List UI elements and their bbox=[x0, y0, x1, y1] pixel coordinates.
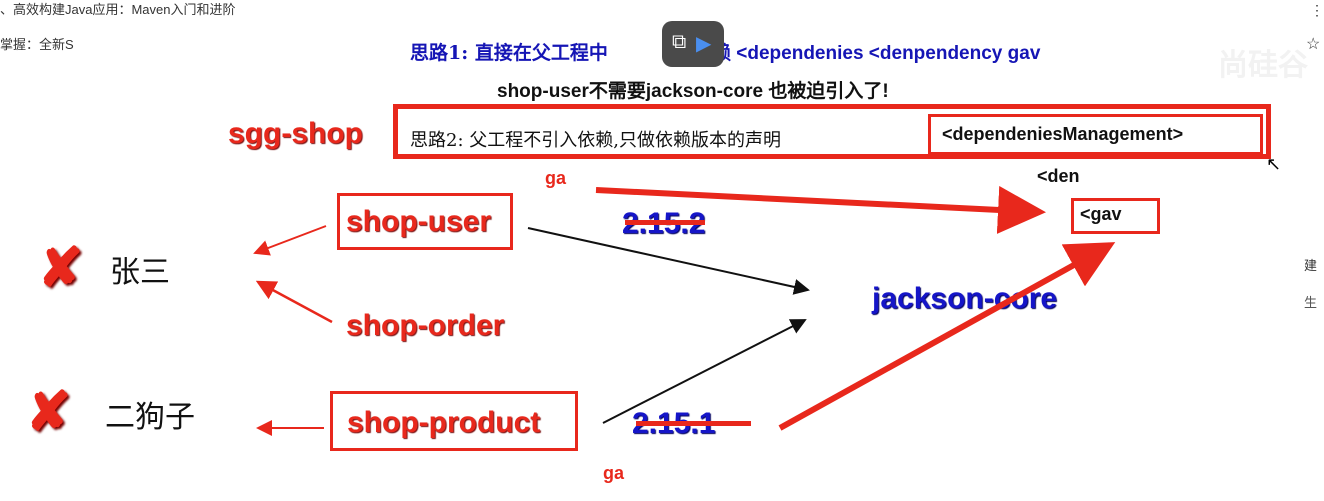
video-ai-icon[interactable]: ▶ bbox=[696, 33, 712, 55]
ga-bottom: ga bbox=[603, 463, 625, 483]
ga-top: ga bbox=[545, 168, 567, 188]
arrow bbox=[595, 185, 1046, 234]
person-ergouzi: 二狗子 bbox=[105, 400, 195, 435]
person-zhangsan: 张三 bbox=[110, 255, 170, 290]
gav-text: <gav bbox=[1080, 204, 1122, 224]
jackson-core: jackson-core bbox=[872, 282, 1058, 315]
cross-icon: ✘ bbox=[38, 238, 84, 298]
idea1-suffix: 赖 <dependenies <denpendency gav bbox=[712, 43, 1041, 64]
course-title: 、高效构建Java应用：Maven入门和进阶 bbox=[0, 2, 236, 17]
star-icon[interactable]: ☆ bbox=[1306, 36, 1321, 53]
arrow bbox=[602, 319, 807, 424]
idea1-prefix: 思路1: 直接在父工程中 bbox=[410, 42, 608, 64]
arrow bbox=[255, 280, 333, 324]
dep-mgmt-box bbox=[928, 114, 1263, 155]
dep-mgmt-text: <dependeniesManagement> bbox=[942, 124, 1184, 144]
strikethrough bbox=[625, 220, 705, 225]
shop-product: shop-product bbox=[347, 406, 541, 439]
arrow bbox=[778, 242, 1116, 431]
cross-icon: ✘ bbox=[26, 382, 72, 442]
shop-user: shop-user bbox=[346, 205, 492, 238]
video-overlay-toolbar: ⧉ ▶ bbox=[662, 21, 724, 67]
gav-box bbox=[1071, 198, 1160, 234]
shop-user-box bbox=[337, 193, 513, 250]
idea2-text: 思路2: 父工程不引入依赖,只做依赖版本的声明 bbox=[410, 130, 781, 151]
problem-text: shop-user不需要jackson-core 也被迫引入了! bbox=[497, 81, 889, 102]
subtitle: 掌握：全新S bbox=[0, 37, 74, 52]
side-char: 建 bbox=[1304, 258, 1318, 273]
arrow bbox=[253, 225, 327, 256]
den-label: <den bbox=[1037, 166, 1080, 186]
idea2-box bbox=[393, 104, 1271, 159]
shop-order: shop-order bbox=[346, 309, 505, 342]
strikethrough bbox=[636, 421, 751, 426]
parent-project: sgg-shop bbox=[228, 117, 363, 150]
side-char: 生 bbox=[1304, 295, 1318, 310]
arrow bbox=[527, 227, 810, 295]
more-icon[interactable]: ⋮ bbox=[1310, 2, 1324, 18]
watermark: 尚硅谷 bbox=[1218, 49, 1308, 82]
mouse-cursor-icon: ↖ bbox=[1266, 154, 1282, 174]
exit-pip-icon[interactable]: ⧉ bbox=[672, 31, 687, 53]
shop-product-box bbox=[330, 391, 578, 451]
